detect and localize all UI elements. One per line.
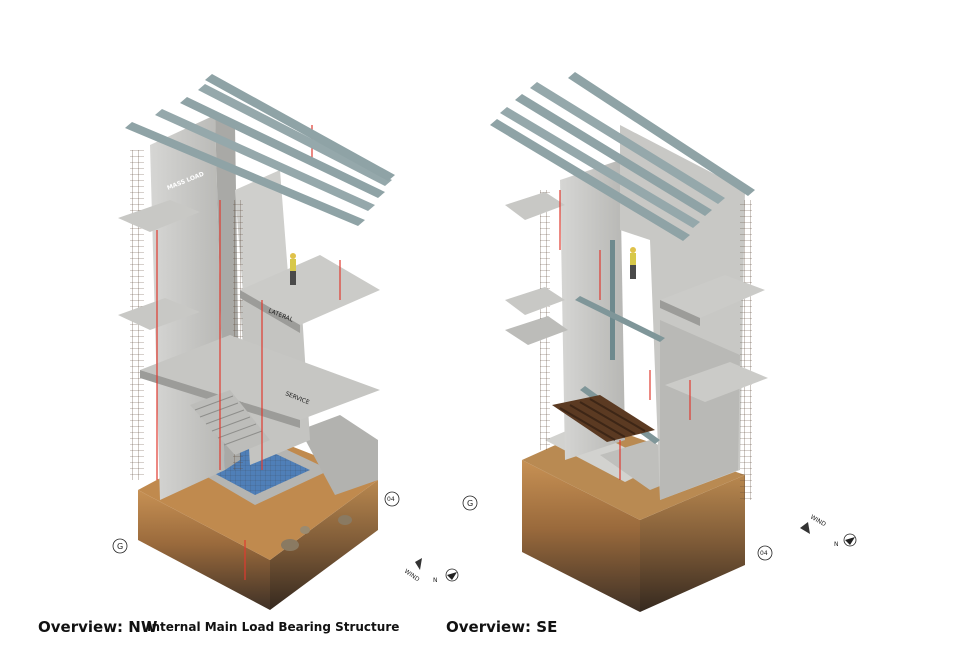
se-slab-upper-edge: [660, 300, 700, 326]
nw-grid-marker-04-label: 04: [387, 496, 395, 503]
nw-rebar-cage: [233, 200, 243, 470]
se-steel-beam: [490, 119, 690, 241]
se-grid-marker-g-label: G: [467, 499, 473, 508]
se-roof-beams: [490, 72, 755, 241]
se-slab-upper: [660, 275, 765, 318]
nw-steel-beam: [180, 97, 385, 198]
se-steel-beam: [500, 107, 700, 228]
se-steel-beam: [568, 72, 755, 196]
nw-wind-indicator: WIND: [403, 558, 422, 583]
se-soil-block-left-face: [522, 460, 640, 612]
se-north-label: N: [834, 541, 839, 548]
se-north-compass: N: [834, 533, 857, 548]
se-steel-girder: [575, 296, 665, 342]
nw-steel-beam: [125, 122, 365, 226]
nw-roof-beams: [125, 74, 395, 226]
se-steel-column: [610, 240, 615, 360]
nw-stone: [300, 526, 310, 534]
se-slab-middle: [665, 362, 768, 402]
se-red-markers: [559, 190, 691, 480]
nw-slab-upper-left: [118, 200, 200, 232]
nw-caption-title: Overview: NW: [38, 618, 158, 636]
nw-foundation-block: [300, 415, 378, 495]
se-rebar-cage: [740, 200, 752, 500]
se-steel-beam: [530, 82, 725, 204]
se-wall-right-face: [660, 320, 740, 500]
nw-caption-subtitle: Internal Main Load Bearing Structure: [147, 620, 400, 634]
nw-red-markers: [156, 125, 341, 580]
se-worker-figure: [630, 247, 636, 279]
nw-slab-level-3-edge: [240, 290, 300, 333]
se-slab-left-mid: [505, 287, 565, 315]
nw-stair-treads: [194, 395, 263, 446]
se-slab-left-upper: [505, 192, 565, 220]
se-grid-marker-04: [757, 545, 773, 561]
nw-stone: [281, 539, 299, 551]
se-steel-beam: [515, 94, 712, 216]
nw-stair: [190, 390, 270, 455]
nw-steel-beam: [205, 74, 395, 181]
nw-model: MASS LOAD LATERAL SERVICE G 04 WIND N: [112, 74, 459, 610]
nw-stone: [338, 515, 352, 525]
nw-slab-level-3: [240, 255, 380, 325]
nw-slab-mid-left: [118, 298, 200, 330]
nw-steel-beam: [155, 109, 375, 211]
nw-grid-marker-04: [384, 491, 400, 507]
nw-steel-beam: [198, 84, 392, 186]
nw-soil-block-right-face: [270, 480, 378, 610]
nw-north-compass: N: [433, 568, 459, 584]
nw-grid-marker-g: [112, 538, 128, 554]
se-wind-indicator: WIND: [800, 514, 827, 534]
nw-worker-figure: [290, 253, 296, 285]
nw-wind-label: WIND: [403, 568, 421, 584]
se-timber-joist-lines: [559, 398, 646, 441]
se-model: G 04 WIND N: [462, 72, 857, 612]
nw-slab-level-2: [140, 335, 380, 420]
se-grid-marker-g: [462, 495, 478, 511]
se-caption-title: Overview: SE: [446, 618, 558, 636]
se-slab-left-lower: [505, 316, 568, 345]
nw-grid-marker-g-label: G: [117, 542, 123, 551]
nw-north-label: N: [433, 577, 438, 584]
se-wall-central: [560, 160, 625, 460]
se-soil-block-right-face: [640, 475, 745, 612]
se-wind-label: WIND: [809, 514, 827, 529]
nw-soil-block-left-face: [138, 490, 270, 610]
se-grid-marker-04-label: 04: [760, 550, 768, 557]
